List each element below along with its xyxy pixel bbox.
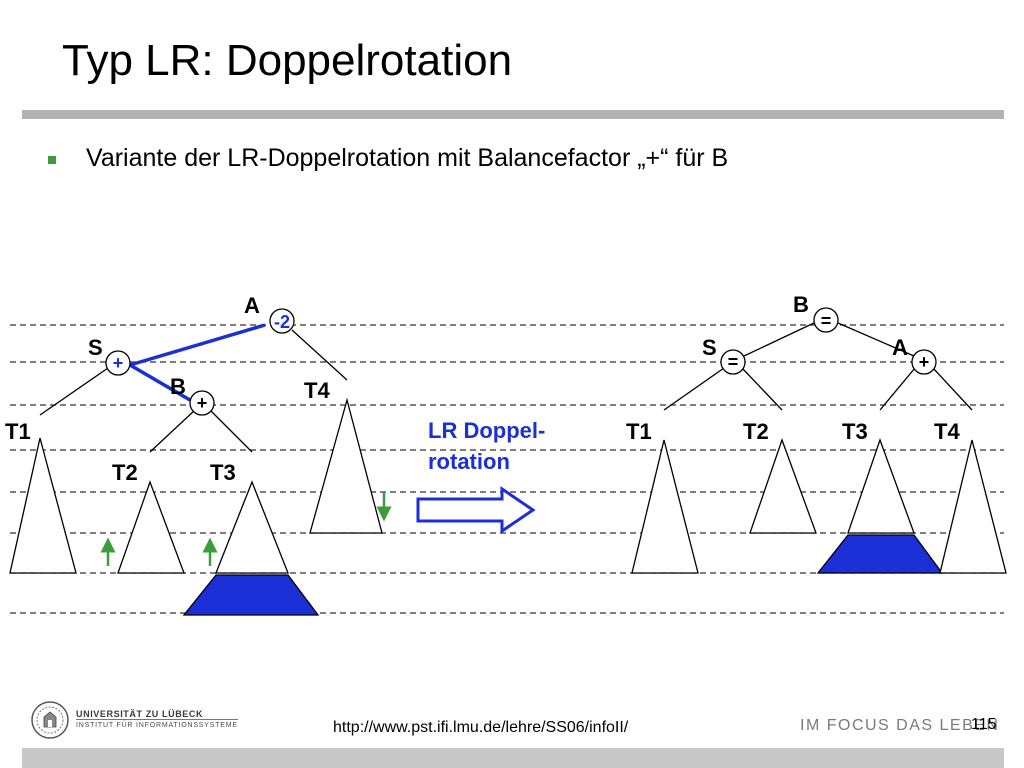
label-a-before: A [244,293,260,318]
bullet-item: Variante der LR-Doppelrotation mit Balan… [48,144,728,173]
page-number: 115 [971,716,997,733]
tree-before: A -2 S + B + T1 T2 T3 T4 [5,293,392,616]
label-b-before: B [170,374,186,399]
label-t2-before: T2 [112,460,138,485]
edge-b-s-after [743,322,815,357]
balance-a-before: -2 [274,312,290,332]
label-t4-after: T4 [934,419,960,444]
label-b-after: B [793,292,809,317]
label-t2-after: T2 [743,419,769,444]
slogan: IM FOCUS DAS LEBEN [800,717,1000,734]
edge-a-t3-after [879,367,916,411]
label-t4-before: T4 [304,378,330,403]
transition-label-line1: LR Doppel- [428,418,545,443]
balance-s-after: = [728,352,739,372]
title-underline [22,110,1004,119]
balance-b-after: = [821,311,832,331]
university-logo: UNIVERSITÄT ZU LÜBECK INSTITUT FÜR INFOR… [30,700,238,740]
transition-arrow-icon [416,486,536,534]
edge-s-t1-after [663,367,725,411]
label-t3-before: T3 [210,460,236,485]
university-seal-icon [31,701,69,739]
label-s-after: S [702,335,717,360]
subtree-t2-before [117,480,185,574]
label-s-before: S [88,335,103,360]
subtree-t2-after [749,438,817,534]
bullet-square-icon [48,155,56,164]
subtree-t3-before [215,480,289,574]
edge-s-t1 [39,367,109,416]
edge-b-a-after [837,322,915,357]
node-a-before [269,308,295,334]
university-name: UNIVERSITÄT ZU LÜBECK [76,709,204,719]
edge-a-t4-after [932,367,973,411]
footer-bar [22,748,1004,768]
logo-text: UNIVERSITÄT ZU LÜBECK INSTITUT FÜR INFOR… [76,709,238,731]
bullet-text: Variante der LR-Doppelrotation mit Balan… [86,144,729,172]
edge-a-t4 [291,329,348,381]
tree-after: B = S = A + T1 T2 T3 T4 [626,292,1007,574]
label-a-after: A [892,335,908,360]
subtree-t3-after [847,438,915,534]
source-url: http://www.pst.ifi.lmu.de/lehre/SS06/inf… [333,719,629,736]
subtree-t1-after [631,439,699,574]
subtree-t3-extra-level-after [816,534,944,574]
node-b-before [189,390,215,416]
label-t1-before: T1 [5,419,31,444]
edge-b-t2 [149,409,196,453]
subtree-t3-extra-level [182,574,320,616]
edge-a-s-highlight [129,323,266,367]
subtree-t4-before [309,397,383,534]
transition-label-line2: rotation [428,449,510,474]
label-t1-after: T1 [626,419,652,444]
edge-s-t2-after [741,367,783,411]
balance-b-before: + [197,393,208,413]
institute-name: INSTITUT FÜR INFORMATIONSSYSTEME [76,719,238,731]
subtree-t4-after [939,439,1007,574]
label-t3-after: T3 [842,419,868,444]
slide-title: Typ LR: Doppelrotation [62,36,513,85]
edge-s-b-highlight [129,363,191,402]
node-a-after [911,349,937,375]
node-s-after [720,349,746,375]
subtree-t1-before [9,437,77,574]
balance-a-after: + [919,352,930,372]
node-b-after [813,307,839,333]
balance-s-before: + [113,353,124,373]
edge-b-t3 [209,409,253,453]
transition: LR Doppel- rotation [416,418,545,534]
node-s-before [105,350,131,376]
